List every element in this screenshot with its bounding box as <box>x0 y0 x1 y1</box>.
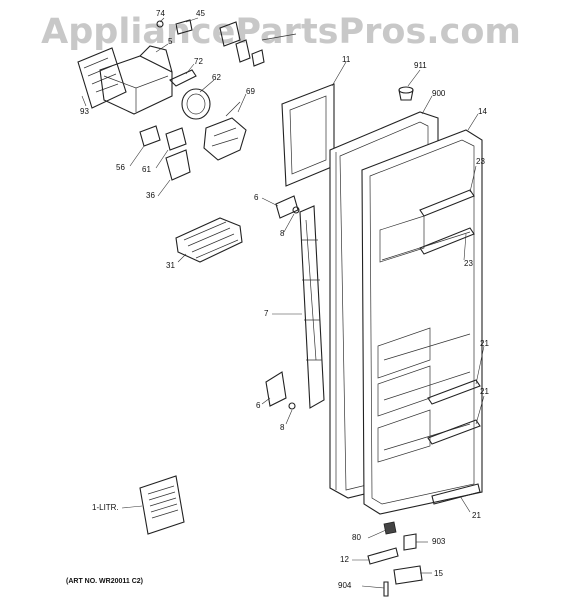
actuator-assembly-part <box>219 21 297 67</box>
callout-80: 80 <box>352 533 361 542</box>
callout-8-bottom: 8 <box>280 423 285 432</box>
callout-8-top: 8 <box>280 229 285 238</box>
callout-900: 900 <box>432 89 446 98</box>
screw-8-bottom-part <box>288 402 296 410</box>
callout-72: 72 <box>194 57 203 66</box>
callout-15: 15 <box>434 569 443 578</box>
callout-904: 904 <box>338 581 352 590</box>
callout-911: 911 <box>414 61 427 70</box>
callout-14: 14 <box>478 107 487 116</box>
callout-74: 74 <box>156 9 165 18</box>
watermark-text: AppliancePartsPros.com <box>41 12 521 52</box>
screw-8-top-part <box>292 206 300 214</box>
callout-1-litr: 1-LITR. <box>92 503 119 512</box>
duct-69-part <box>203 101 247 161</box>
callout-45: 45 <box>196 9 205 18</box>
callout-6-top: 6 <box>254 193 259 202</box>
art-number: (ART NO. WR20011 C2) <box>66 578 144 585</box>
callout-93: 93 <box>80 107 89 116</box>
callout-62: 62 <box>212 73 221 82</box>
callout-36: 36 <box>146 191 155 200</box>
door-liner-14-part <box>361 129 483 515</box>
callout-903: 903 <box>432 537 446 546</box>
bottom-hinge-hardware <box>367 521 423 597</box>
lever-72-part <box>169 69 197 87</box>
callout-21-top: 21 <box>480 339 489 348</box>
motor-62-part <box>181 88 211 120</box>
handle-7-part <box>299 205 325 409</box>
callout-31: 31 <box>166 261 175 270</box>
callout-7: 7 <box>264 309 269 318</box>
control-board-part <box>77 47 127 109</box>
callout-61: 61 <box>142 165 151 174</box>
callout-23-top: 23 <box>476 157 485 166</box>
bracket-36-part <box>165 149 191 181</box>
dispenser-housing-part <box>99 45 173 115</box>
door-bins <box>377 215 431 463</box>
door-shelf-racks <box>419 189 481 505</box>
drip-tray-31-part <box>175 217 243 263</box>
callout-21-middle: 21 <box>480 387 489 396</box>
dispenser-cover-11-part <box>281 83 335 187</box>
leader-lines <box>81 17 485 589</box>
callout-23-bottom: 23 <box>464 259 473 268</box>
callout-56: 56 <box>116 163 125 172</box>
endcap-6-top-part <box>275 195 299 219</box>
literature-booklet-part <box>139 475 185 535</box>
callout-6-bottom: 6 <box>256 401 261 410</box>
callout-21-bottom: 21 <box>472 511 481 520</box>
callout-12: 12 <box>340 555 349 564</box>
bracket-45-part <box>175 19 193 35</box>
endcap-6-bottom-part <box>265 371 287 407</box>
screw-74-part <box>156 20 164 28</box>
switch-61-part <box>165 127 187 151</box>
callout-69: 69 <box>246 87 255 96</box>
callout-5: 5 <box>168 37 173 46</box>
switch-56-part <box>139 125 161 147</box>
bushing-911-part <box>398 86 414 101</box>
callout-11: 11 <box>342 55 351 64</box>
